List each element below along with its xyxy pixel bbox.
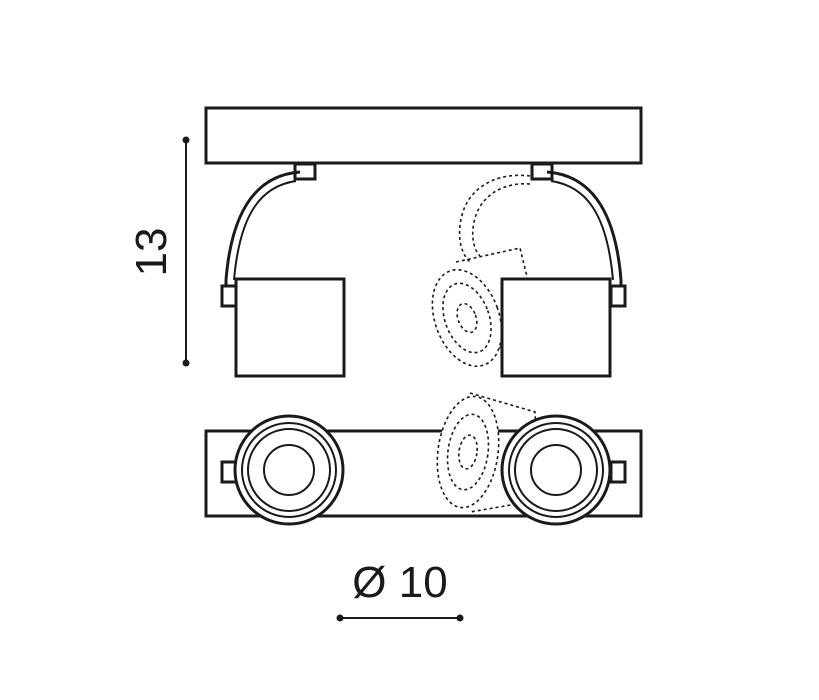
right-lamp-head-side — [500, 277, 612, 378]
height-dimension-line — [182, 136, 190, 367]
side-view: 13 — [127, 106, 643, 378]
right-spotlight-side — [500, 162, 627, 378]
diameter-dimension-line — [336, 614, 464, 622]
right-end-tab — [609, 460, 627, 484]
left-lamp-face-bottom — [233, 414, 345, 526]
right-spotlight-rotated-ghost — [431, 174, 541, 368]
bottom-view — [204, 392, 643, 526]
diameter-dimension-label: Ø 10 — [352, 558, 447, 607]
bottom-rotated-ghost — [436, 392, 541, 513]
right-lamp-face-bottom — [500, 414, 612, 526]
left-spotlight-side — [220, 162, 346, 378]
left-lamp-head-side — [234, 277, 346, 378]
height-dimension-label: 13 — [127, 228, 176, 277]
mounting-base-side — [204, 106, 643, 165]
